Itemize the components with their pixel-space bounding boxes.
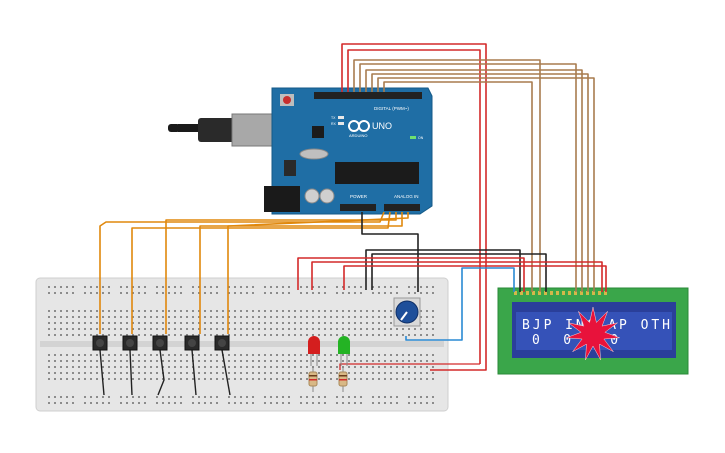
lcd-pin: [580, 291, 583, 295]
arduino-uno: DIGITAL (PWM~) UNO ARDUINO TX RX ON POWE…: [168, 87, 433, 215]
arduino-logo: [348, 120, 370, 132]
led-wire: [339, 363, 480, 370]
lcd-pin: [538, 291, 541, 295]
resistor-2: [338, 366, 348, 392]
lcd-pin: [532, 291, 535, 295]
model-label: UNO: [372, 121, 392, 131]
pushbutton-5[interactable]: [214, 335, 230, 351]
on-label: ON: [418, 136, 424, 140]
pushbutton-1[interactable]: [92, 335, 108, 351]
green-led: [338, 336, 350, 366]
reset-button-cap: [283, 96, 291, 104]
on-led: [410, 136, 416, 139]
tx-led: [338, 116, 344, 119]
data-wire-4: [371, 73, 589, 292]
pushbutton-3[interactable]: [152, 335, 168, 351]
button-ground-1: [99, 349, 105, 396]
power-label: POWER: [350, 194, 368, 199]
crystal: [299, 148, 329, 160]
pushbutton-2[interactable]: [122, 335, 138, 351]
voltage-regulator: [284, 160, 296, 176]
button-ground-5: [221, 349, 231, 396]
power-wire-5: [343, 265, 607, 292]
lcd-pin: [514, 291, 517, 295]
digital-header: [314, 92, 422, 99]
ground-wire-1: [361, 212, 419, 292]
power-header: [340, 204, 376, 211]
button-ground-4: [191, 349, 197, 396]
analog-label: ANALOG IN: [394, 194, 419, 199]
lcd-pin: [562, 291, 565, 295]
usb-port: [231, 113, 273, 147]
data-wire-1: [353, 59, 541, 292]
button-ground-2: [129, 349, 133, 396]
pushbuttons: [92, 335, 230, 351]
lcd-pin: [550, 291, 553, 295]
power-wire-1: [341, 43, 487, 371]
lcd-pin: [592, 291, 595, 295]
data-wire-3: [365, 69, 583, 292]
lcd-pin: [526, 291, 529, 295]
button-ground-3: [157, 349, 165, 396]
tx-label: TX: [331, 116, 336, 120]
potentiometer[interactable]: [393, 297, 421, 327]
ground-wire-2: [365, 249, 521, 292]
rx-led: [338, 122, 344, 125]
lcd-pin: [598, 291, 601, 295]
power-wire-4: [311, 261, 603, 292]
lcd-pin: [520, 291, 523, 295]
power-jack: [264, 186, 300, 212]
usb-plug-end: [168, 124, 180, 132]
lcd-pin: [604, 291, 607, 295]
red-led: [308, 336, 320, 366]
rx-label: RX: [331, 122, 337, 126]
button-wire-5: [227, 212, 409, 334]
lcd-pin: [544, 291, 547, 295]
power-wire-3: [297, 257, 525, 292]
lcd-pin: [556, 291, 559, 295]
lcd-pin: [568, 291, 571, 295]
lcd-pin: [586, 291, 589, 295]
capacitor-1: [304, 188, 320, 204]
lcd-pin: [574, 291, 577, 295]
analog-header: [384, 204, 420, 211]
pushbutton-4[interactable]: [184, 335, 200, 351]
data-wire-5: [377, 77, 595, 292]
data-wire-6: [383, 81, 533, 292]
atmega-chip: [335, 162, 419, 184]
wires: [99, 43, 607, 396]
power-wire-2: [347, 49, 481, 364]
data-wire-2: [359, 63, 577, 292]
lcd-pin-header: [514, 291, 607, 295]
pot-signal-wire: [405, 267, 515, 341]
digital-label: DIGITAL (PWM~): [374, 106, 409, 111]
resistor-1: [308, 366, 318, 392]
button-wire-3: [165, 212, 397, 334]
brand-label: ARDUINO: [349, 133, 367, 138]
pot-indicator: [400, 311, 408, 321]
starburst-icon: [566, 306, 620, 361]
capacitor-2: [319, 188, 335, 204]
usb-chip: [312, 126, 324, 138]
ground-wire-3: [371, 253, 547, 292]
